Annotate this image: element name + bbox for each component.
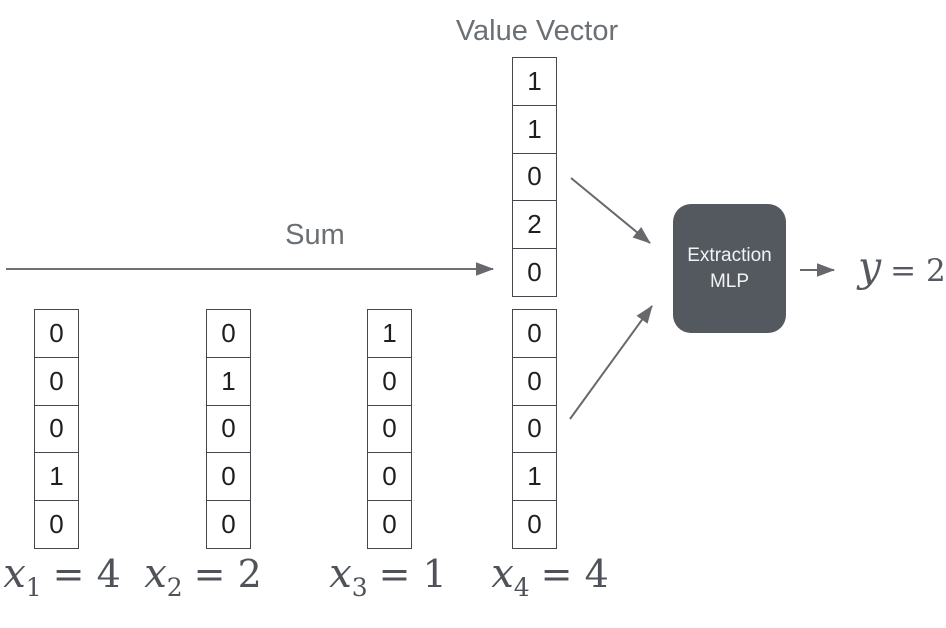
vector-cell: 1 bbox=[513, 452, 556, 500]
label-value: = 4 bbox=[52, 552, 121, 596]
vector-cell: 0 bbox=[513, 248, 556, 296]
vector-cell: 0 bbox=[35, 404, 78, 453]
output-variable: y bbox=[858, 243, 882, 291]
vector-cell: 0 bbox=[513, 356, 556, 405]
value-vector: 1 1 0 2 0 bbox=[512, 57, 557, 297]
sum-label: Sum bbox=[285, 219, 345, 251]
label-x4: x4 = 4 bbox=[480, 552, 620, 602]
vector-cell: 1 bbox=[527, 65, 542, 96]
label-variable: x bbox=[491, 551, 514, 597]
label-value: = 2 bbox=[193, 552, 262, 596]
extraction-mlp-box: Extraction MLP bbox=[673, 204, 786, 333]
mlp-box-line1: Extraction bbox=[687, 244, 772, 266]
label-value: = 4 bbox=[540, 552, 609, 596]
vector-cell: 0 bbox=[527, 317, 542, 348]
vector-cell: 0 bbox=[513, 500, 556, 548]
mlp-box-line2: MLP bbox=[709, 270, 750, 292]
vector-cell: 1 bbox=[207, 356, 250, 405]
vector-cell: 0 bbox=[513, 152, 556, 201]
vector-cell: 0 bbox=[207, 500, 250, 548]
label-subscript: 3 bbox=[351, 573, 368, 602]
vector-cell: 0 bbox=[368, 404, 411, 453]
input-vector-x1: 0 0 0 1 0 bbox=[34, 309, 79, 549]
label-x2: x2 = 2 bbox=[133, 552, 273, 602]
vector-cell: 0 bbox=[207, 452, 250, 500]
vector-cell: 0 bbox=[35, 500, 78, 548]
input-vector-x4: 0 0 0 1 0 bbox=[512, 309, 557, 549]
vector-cell: 0 bbox=[368, 500, 411, 548]
label-subscript: 2 bbox=[166, 573, 183, 602]
vector-cell: 2 bbox=[513, 200, 556, 248]
label-x1: x1 = 4 bbox=[0, 552, 132, 602]
label-subscript: 1 bbox=[25, 573, 42, 602]
vector-cell: 0 bbox=[368, 452, 411, 500]
value-vector-title: Value Vector bbox=[455, 15, 619, 47]
label-x3: x3 = 1 bbox=[318, 552, 458, 602]
vector-cell: 0 bbox=[207, 404, 250, 453]
x4-vector-to-mlp-arrow bbox=[569, 305, 653, 420]
label-subscript: 4 bbox=[513, 573, 530, 602]
vector-cell: 0 bbox=[368, 356, 411, 405]
input-vector-x2: 0 1 0 0 0 bbox=[206, 309, 251, 549]
value-vector-to-mlp-arrow bbox=[570, 177, 651, 244]
vector-cell: 1 bbox=[513, 104, 556, 153]
vector-cell: 1 bbox=[35, 452, 78, 500]
label-value: = 1 bbox=[378, 552, 447, 596]
label-variable: x bbox=[329, 551, 352, 597]
label-variable: x bbox=[3, 551, 26, 597]
vector-cell: 0 bbox=[35, 356, 78, 405]
vector-cell: 1 bbox=[382, 317, 397, 348]
output-label: y= 2 bbox=[858, 243, 946, 291]
label-variable: x bbox=[144, 551, 167, 597]
vector-cell: 0 bbox=[221, 317, 236, 348]
output-value: = 2 bbox=[890, 253, 946, 289]
input-vector-x3: 1 0 0 0 0 bbox=[367, 309, 412, 549]
vector-cell: 0 bbox=[49, 317, 64, 348]
vector-cell: 0 bbox=[513, 404, 556, 453]
